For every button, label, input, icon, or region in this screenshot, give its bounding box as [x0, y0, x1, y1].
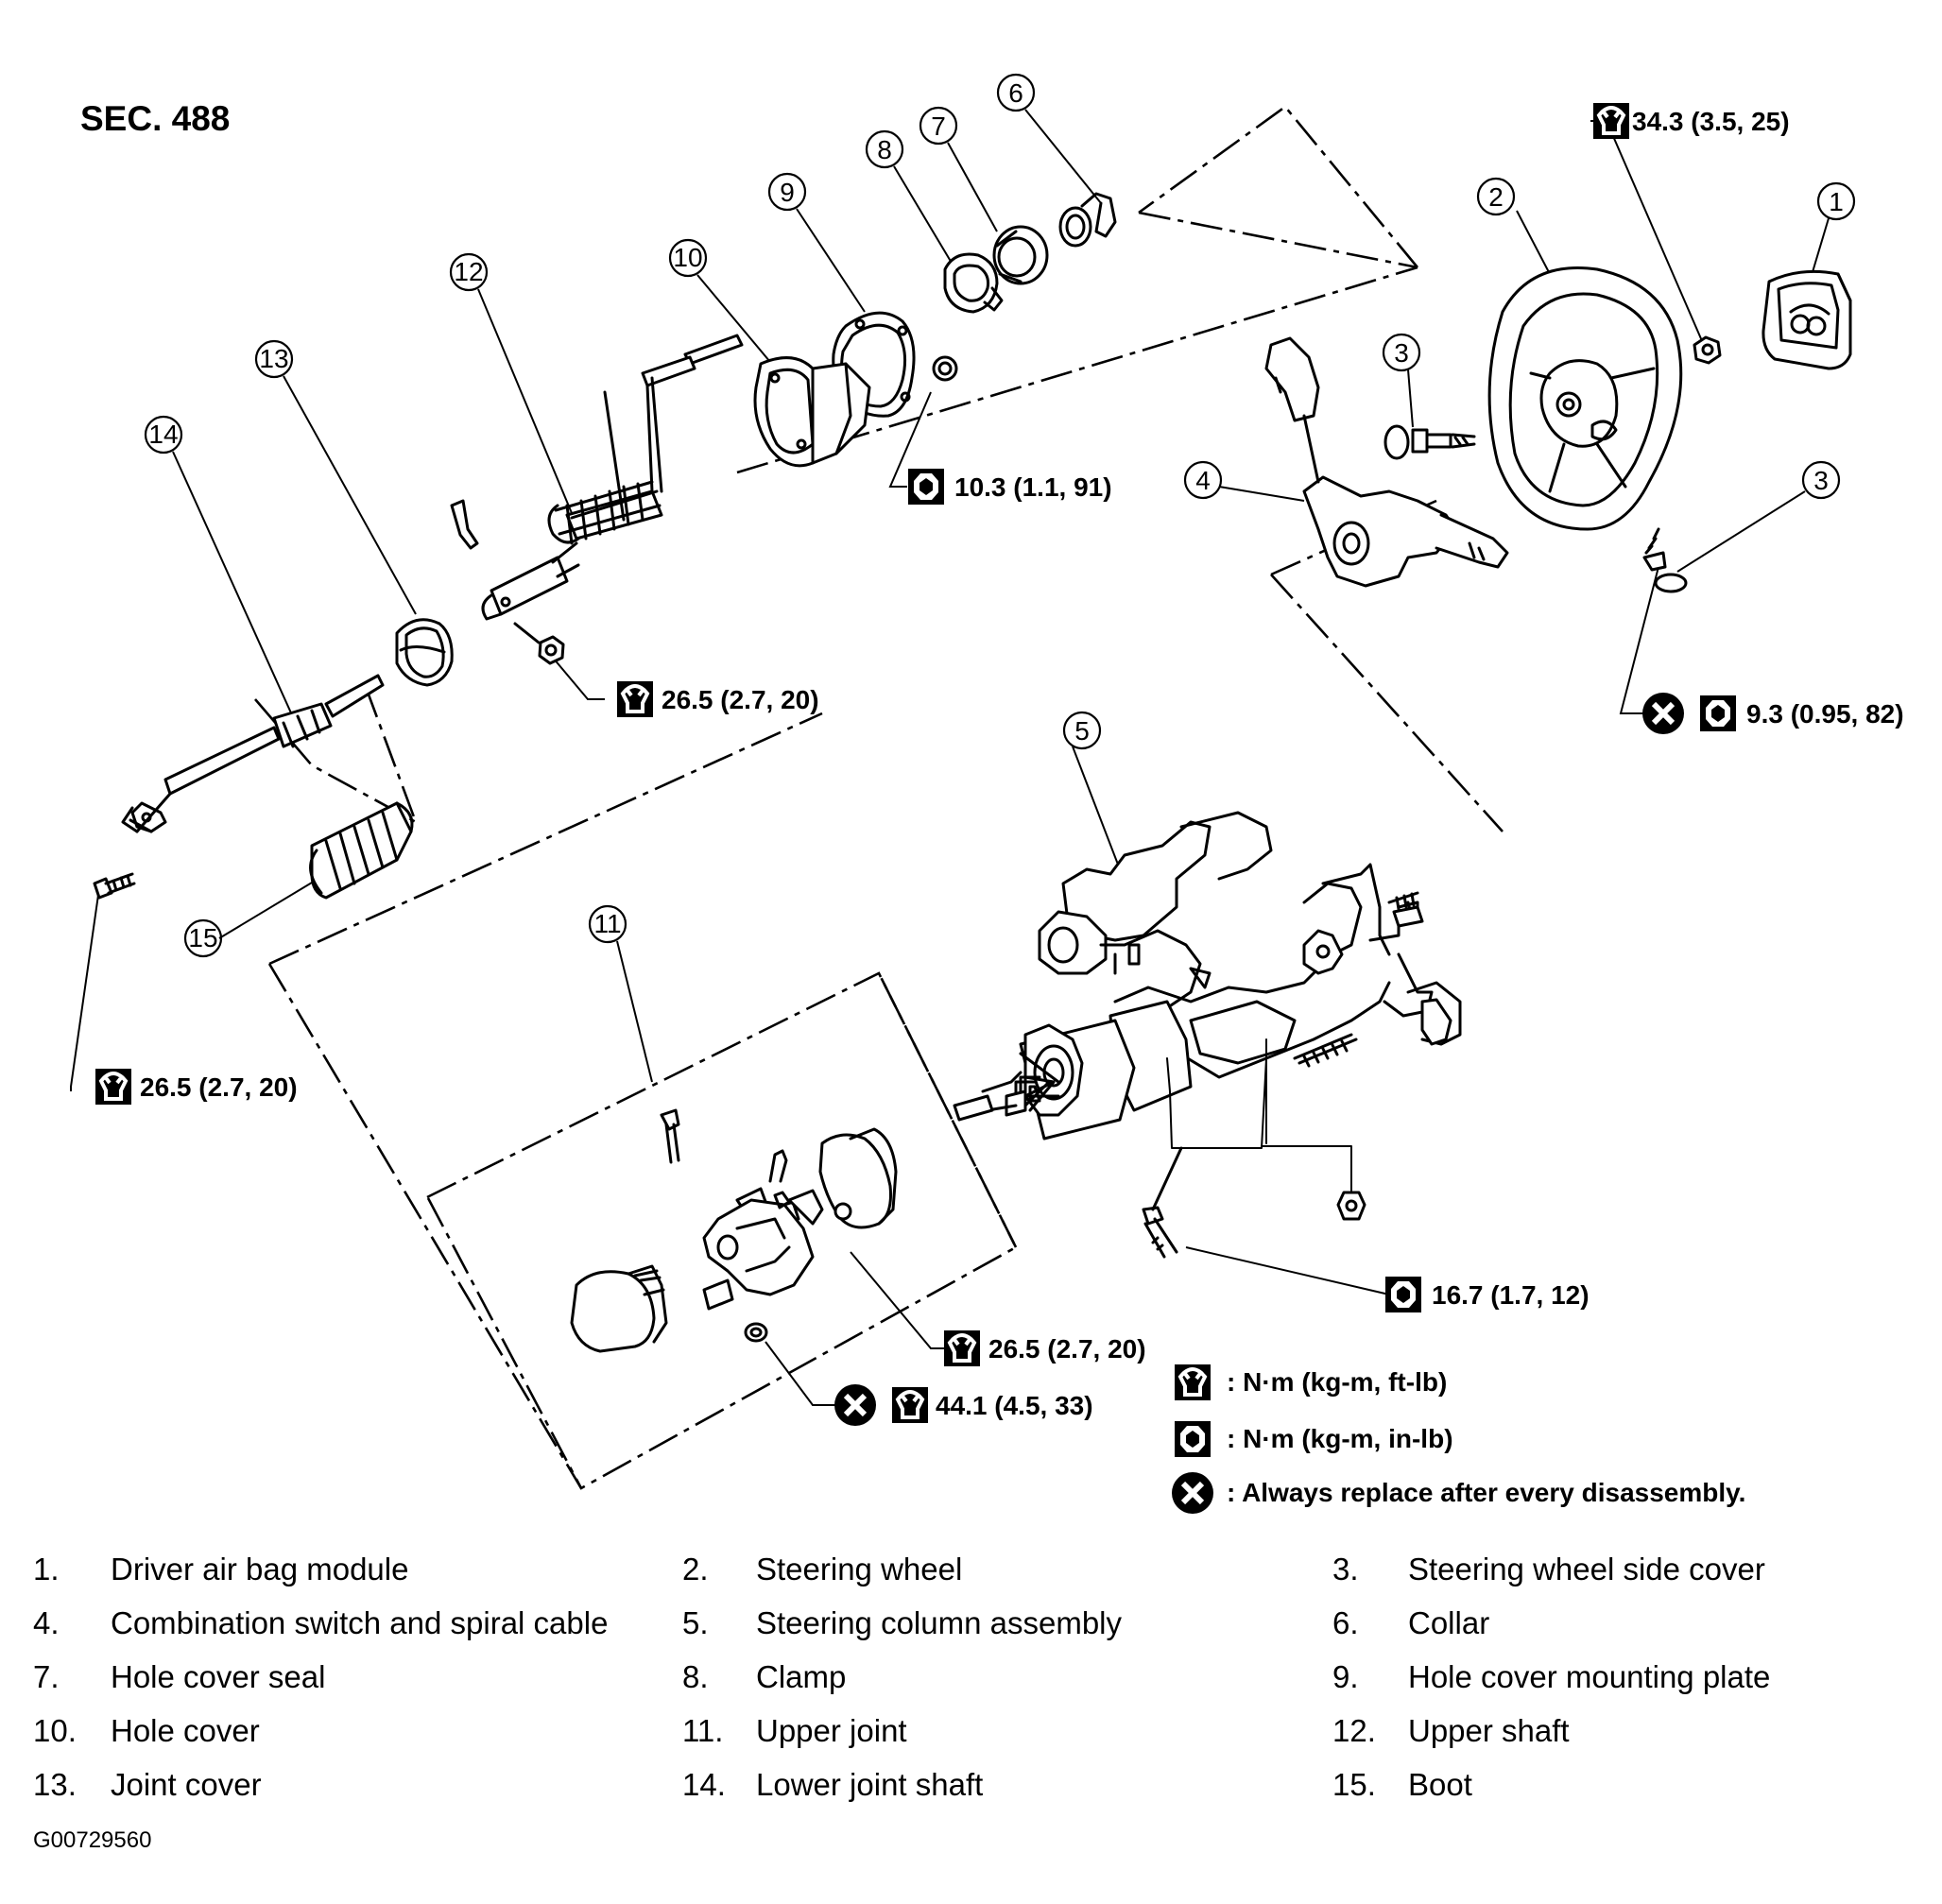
parts-line-art [93, 192, 1852, 1353]
part-number: 6. [1332, 1605, 1359, 1640]
part-number: 15. [1332, 1767, 1376, 1802]
part-number: 11. [682, 1713, 723, 1748]
torque-spec-hole-cover: 10.3 (1.1, 91) [954, 472, 1112, 502]
callout-9: 9 [780, 178, 795, 207]
boot-part [309, 801, 414, 900]
part-name: Driver air bag module [111, 1552, 408, 1587]
legend-inlb-text: : N·m (kg-m, in-lb) [1227, 1424, 1453, 1453]
lower-joint-bolt-part [93, 872, 136, 900]
part-name: Joint cover [111, 1767, 262, 1802]
leader-lines [70, 109, 1830, 1406]
lower-joint-shaft-part [121, 674, 385, 833]
steering-wheel-part [1487, 266, 1683, 531]
torque-spec-side-cover: 9.3 (0.95, 82) [1746, 699, 1904, 729]
air-bag-module-part [1762, 269, 1852, 370]
callout-10: 10 [673, 243, 702, 272]
part-name: Combination switch and spiral cable [111, 1605, 608, 1640]
callout-7: 7 [931, 111, 946, 141]
part-name: Upper joint [756, 1713, 907, 1748]
callout-11: 11 [593, 909, 621, 938]
part-number: 13. [33, 1767, 77, 1802]
part-name: Hole cover mounting plate [1408, 1659, 1770, 1694]
torque-inlb-icon [1173, 1419, 1212, 1459]
callout-12: 12 [454, 257, 483, 286]
collar-part [1058, 192, 1117, 248]
side-cover-parts [1383, 424, 1688, 593]
joint-cover-part [395, 618, 454, 687]
part-name: Hole cover [111, 1713, 260, 1748]
torque-ftlb-icon [1173, 1363, 1212, 1402]
part-number: 4. [33, 1605, 60, 1640]
part-number: 9. [1332, 1659, 1359, 1694]
torque-spec-wheel-nut: 34.3 (3.5, 25) [1632, 107, 1790, 136]
part-name: Hole cover seal [111, 1659, 325, 1694]
torque-spec-upper-shaft-nut: 26.5 (2.7, 20) [662, 685, 819, 714]
clamp-part [943, 252, 1004, 314]
callout-balloons: 1 2 3 3 4 5 6 7 8 9 10 11 12 13 14 15 [144, 73, 1856, 958]
callout-1: 1 [1829, 187, 1844, 216]
combination-switch-part [1264, 336, 1509, 588]
callout-14: 14 [148, 420, 178, 449]
part-name: Steering column assembly [756, 1605, 1123, 1640]
part-number: 12. [1332, 1713, 1376, 1748]
part-name: Collar [1408, 1605, 1489, 1640]
section-title: SEC. 488 [80, 99, 230, 138]
hole-cover-seal-part [992, 225, 1049, 285]
torque-spec-upper-joint-nut: 26.5 (2.7, 20) [988, 1334, 1146, 1364]
callout-13: 13 [259, 344, 288, 373]
part-name: Steering wheel side cover [1408, 1552, 1765, 1587]
callout-5: 5 [1074, 716, 1090, 746]
parts-list: 1. Driver air bag module 2. Steering whe… [33, 1552, 1770, 1853]
symbol-legend: : N·m (kg-m, ft-lb) : N·m (kg-m, in-lb) … [1172, 1363, 1745, 1514]
part-number: 5. [682, 1605, 709, 1640]
figure-id: G00729560 [33, 1827, 151, 1853]
replace-icon [1172, 1472, 1213, 1514]
torque-specs: 34.3 (3.5, 25) 10.3 (1.1, 91) 26.5 (2.7,… [94, 101, 1904, 1426]
part-number: 14. [682, 1767, 726, 1802]
wheel-nut-part [1693, 335, 1722, 365]
part-name: Upper shaft [1408, 1713, 1570, 1748]
callout-2: 2 [1488, 182, 1504, 212]
part-number: 2. [682, 1552, 709, 1587]
hole-cover-part [753, 356, 871, 468]
callout-3b: 3 [1813, 466, 1829, 495]
callout-6: 6 [1008, 78, 1023, 108]
washer-part [932, 355, 958, 382]
part-number: 8. [682, 1659, 709, 1694]
part-name: Lower joint shaft [756, 1767, 983, 1802]
upper-shaft-part [450, 334, 744, 621]
callout-4: 4 [1195, 466, 1211, 495]
part-number: 1. [33, 1552, 60, 1587]
part-name: Boot [1408, 1767, 1472, 1802]
column-bolt-part [1142, 1146, 1183, 1259]
upper-joint-part [570, 1108, 898, 1353]
callout-3a: 3 [1394, 338, 1409, 368]
torque-spec-lower-joint: 26.5 (2.7, 20) [140, 1072, 298, 1102]
part-number: 10. [33, 1713, 77, 1748]
torque-spec-column-bolt: 16.7 (1.7, 12) [1432, 1280, 1590, 1310]
steering-column-part [953, 811, 1462, 1221]
part-name: Clamp [756, 1659, 846, 1694]
part-name: Steering wheel [756, 1552, 962, 1587]
part-number: 3. [1332, 1552, 1359, 1587]
callout-15: 15 [188, 923, 217, 952]
legend-ftlb-text: : N·m (kg-m, ft-lb) [1227, 1367, 1447, 1397]
shaft-nut-part [513, 622, 565, 665]
callout-8: 8 [877, 135, 892, 164]
part-number: 7. [33, 1659, 60, 1694]
legend-replace-text: : Always replace after every disassembly… [1227, 1478, 1745, 1507]
torque-spec-upper-joint-bolt: 44.1 (4.5, 33) [936, 1391, 1093, 1420]
